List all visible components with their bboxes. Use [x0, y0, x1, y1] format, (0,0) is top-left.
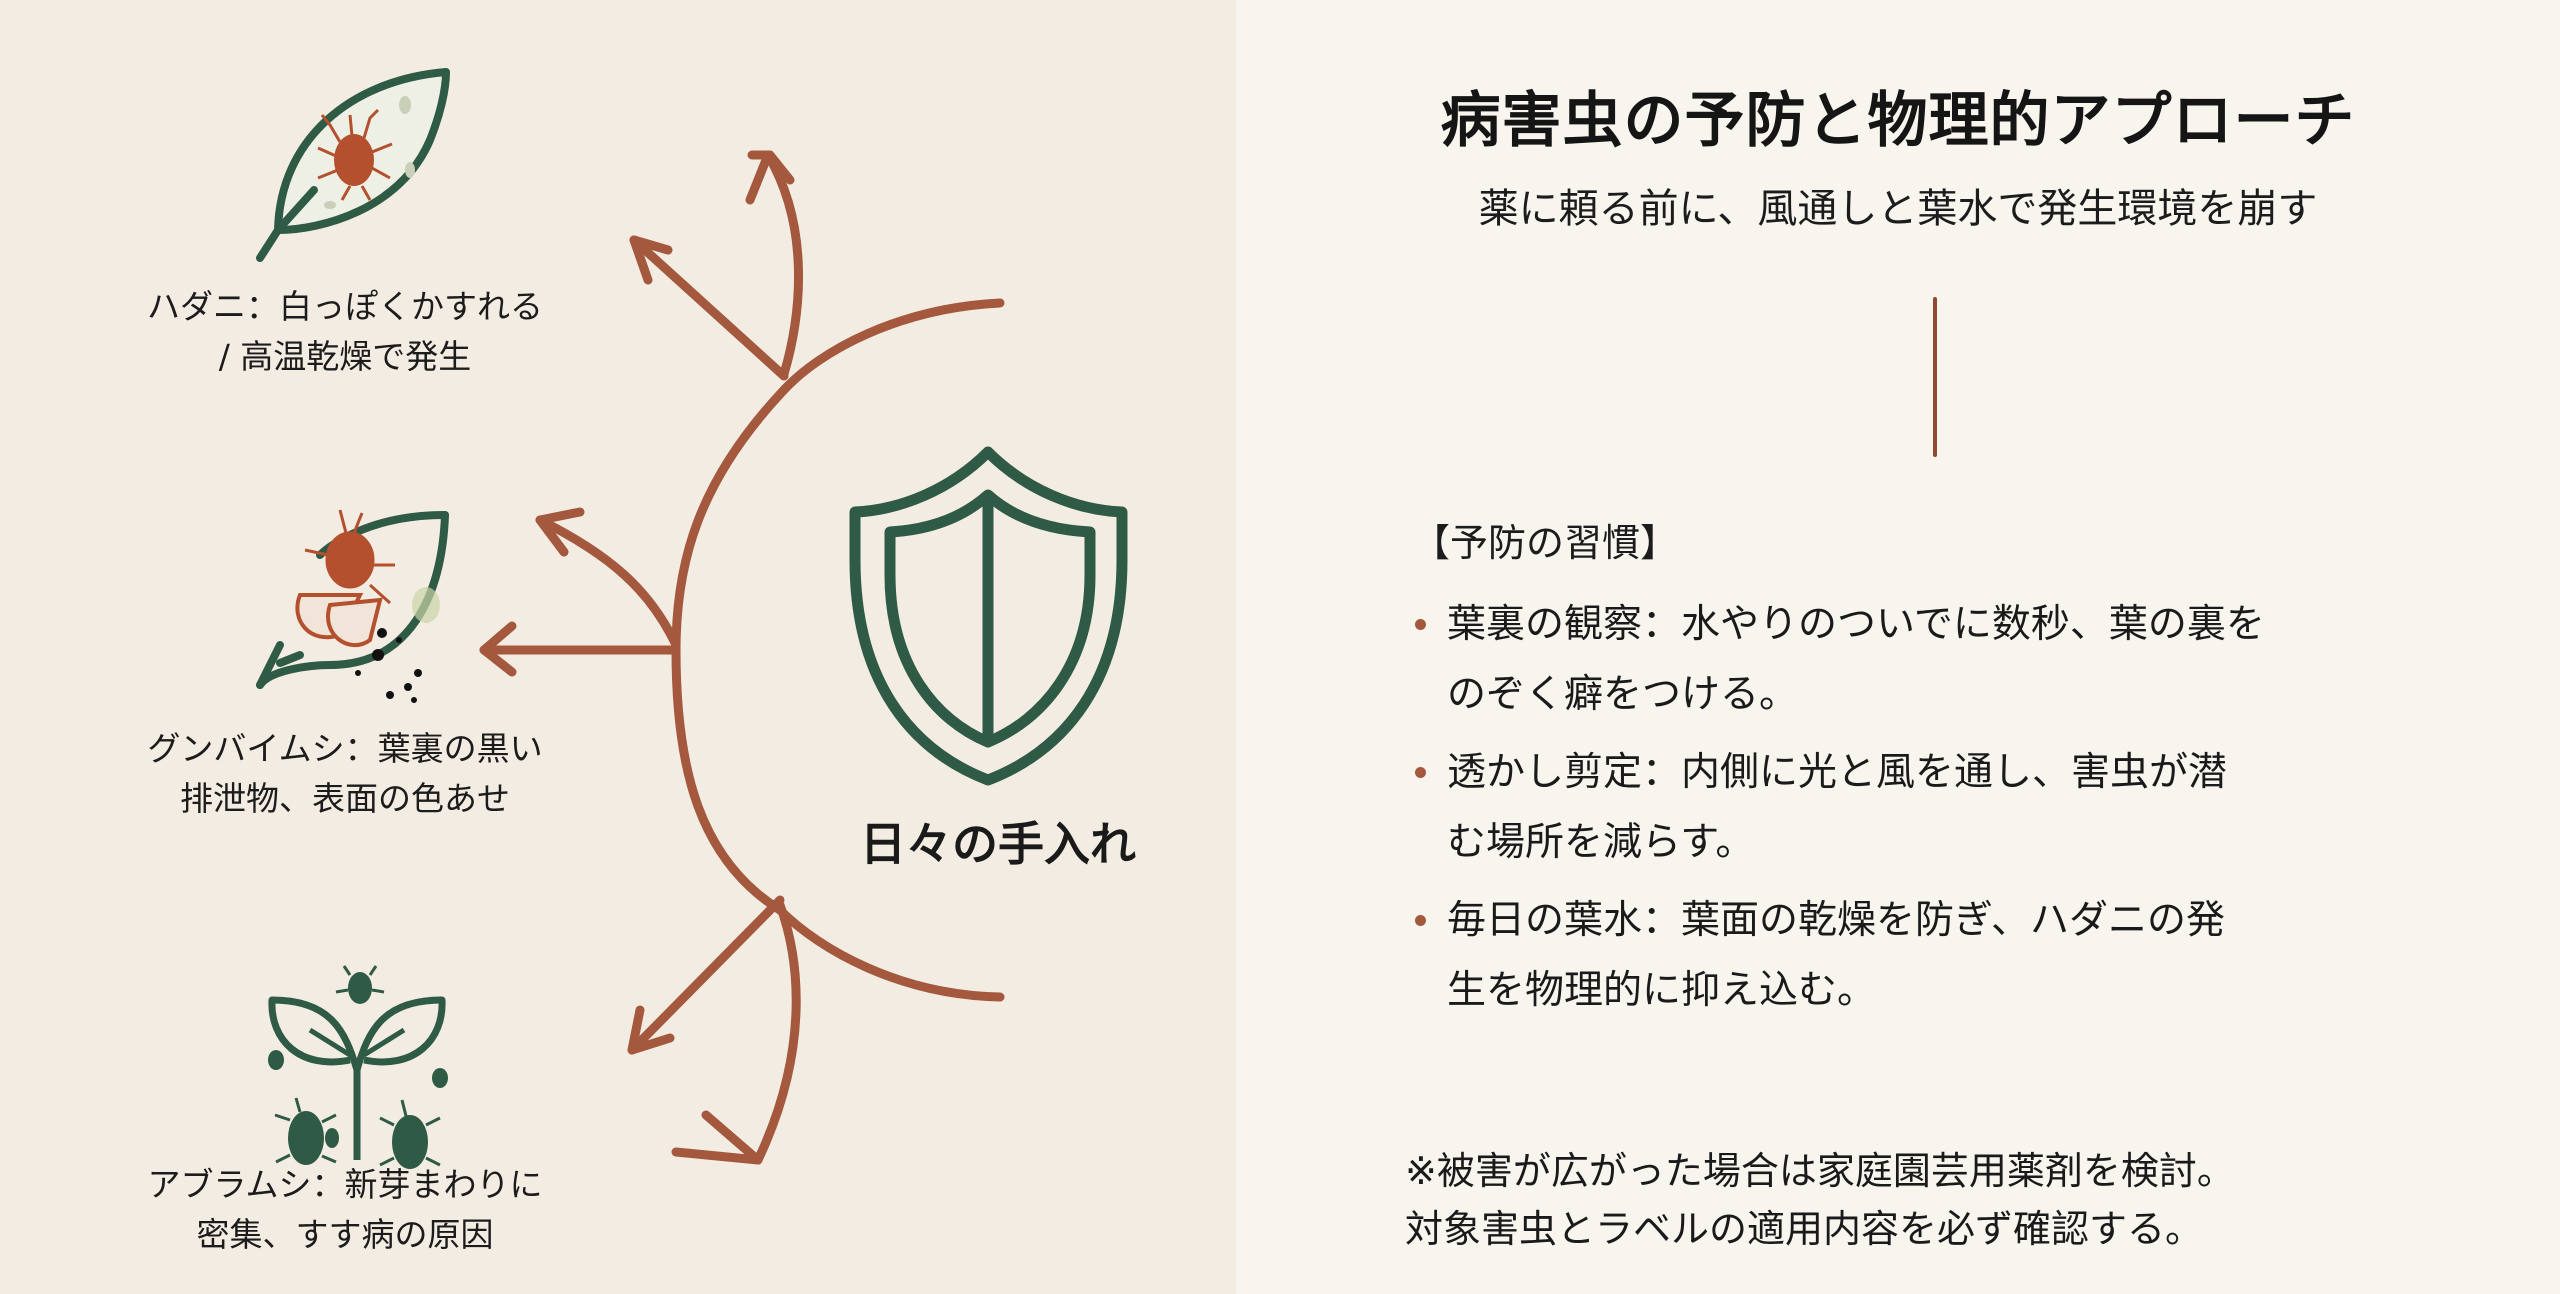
- pest-label-line: アブラムシ：新芽まわりに: [147, 1165, 543, 1204]
- leaf-with-spider-mite-icon: [256, 68, 450, 262]
- habit-text-line: 葉裏の観察：水やりのついでに数秒、葉の裏を: [1447, 602, 2265, 647]
- pest-label-line: 排泄物、表面の色あせ: [180, 779, 510, 818]
- info-panel: [1236, 0, 2560, 1294]
- habit-item: 毎日の葉水：葉面の乾燥を防ぎ、ハダニの発 生を物理的に抑え込む。: [1405, 886, 2485, 1026]
- page-subtitle: 薬に頼る前に、風通しと葉水で発生環境を崩す: [1478, 186, 2318, 232]
- habits-list: 葉裏の観察：水やりのついでに数秒、葉の裏を のぞく癖をつける。 透かし剪定：内側…: [1405, 590, 2485, 1034]
- sprout-with-aphids-icon: [268, 965, 448, 1169]
- habit-item: 葉裏の観察：水やりのついでに数秒、葉の裏を のぞく癖をつける。: [1405, 590, 2485, 730]
- bullet-icon: [1415, 619, 1426, 630]
- arc-arrows: [479, 150, 1005, 1165]
- shield-icon: [849, 446, 1128, 786]
- habit-text-line: む場所を減らす。: [1447, 820, 1755, 865]
- arrow-diagram: [256, 68, 1128, 1169]
- habit-text-line: 毎日の葉水：葉面の乾燥を防ぎ、ハダニの発: [1447, 898, 2226, 943]
- divider-line: [1933, 297, 1937, 457]
- habit-item: 透かし剪定：内側に光と風を通し、害虫が潜 む場所を減らす。: [1405, 738, 2485, 878]
- habit-text-line: 透かし剪定：内側に光と風を通し、害虫が潜: [1447, 750, 2228, 795]
- bullet-icon: [1415, 767, 1426, 778]
- bullet-icon: [1415, 915, 1426, 926]
- caution-note: ※被害が広がった場合は家庭園芸用薬剤を検討。 対象害虫とラベルの適用内容を必ず確…: [1405, 1142, 2235, 1258]
- habit-text-line: のぞく癖をつける。: [1447, 672, 1799, 717]
- pest-label-spider-mite: ハダニ：白っぽくかすれる / 高温乾燥で発生: [90, 282, 600, 382]
- diagram-panel: ハダニ：白っぽくかすれる / 高温乾燥で発生 グンバイムシ：葉裏の黒い 排泄物、…: [0, 0, 1236, 1294]
- pest-label-line: 密集、すす病の原因: [196, 1215, 494, 1254]
- leaf-with-lace-bug-icon: [256, 509, 449, 703]
- pest-label-line: / 高温乾燥で発生: [218, 337, 472, 376]
- caution-note-line: ※被害が広がった場合は家庭園芸用薬剤を検討。: [1405, 1149, 2235, 1193]
- habit-text-line: 生を物理的に抑え込む。: [1447, 968, 1877, 1013]
- page-title: 病害虫の予防と物理的アプローチ: [1440, 86, 2356, 156]
- pest-label-line: ハダニ：白っぽくかすれる: [147, 287, 543, 326]
- center-label: 日々の手入れ: [860, 817, 1136, 871]
- caution-note-line: 対象害虫とラベルの適用内容を必ず確認する。: [1405, 1207, 2204, 1251]
- pest-label-aphid: アブラムシ：新芽まわりに 密集、すす病の原因: [90, 1160, 600, 1260]
- habits-heading: 【予防の習慣】: [1412, 521, 1679, 565]
- pest-label-lace-bug: グンバイムシ：葉裏の黒い 排泄物、表面の色あせ: [90, 724, 600, 824]
- pest-label-line: グンバイムシ：葉裏の黒い: [147, 729, 543, 768]
